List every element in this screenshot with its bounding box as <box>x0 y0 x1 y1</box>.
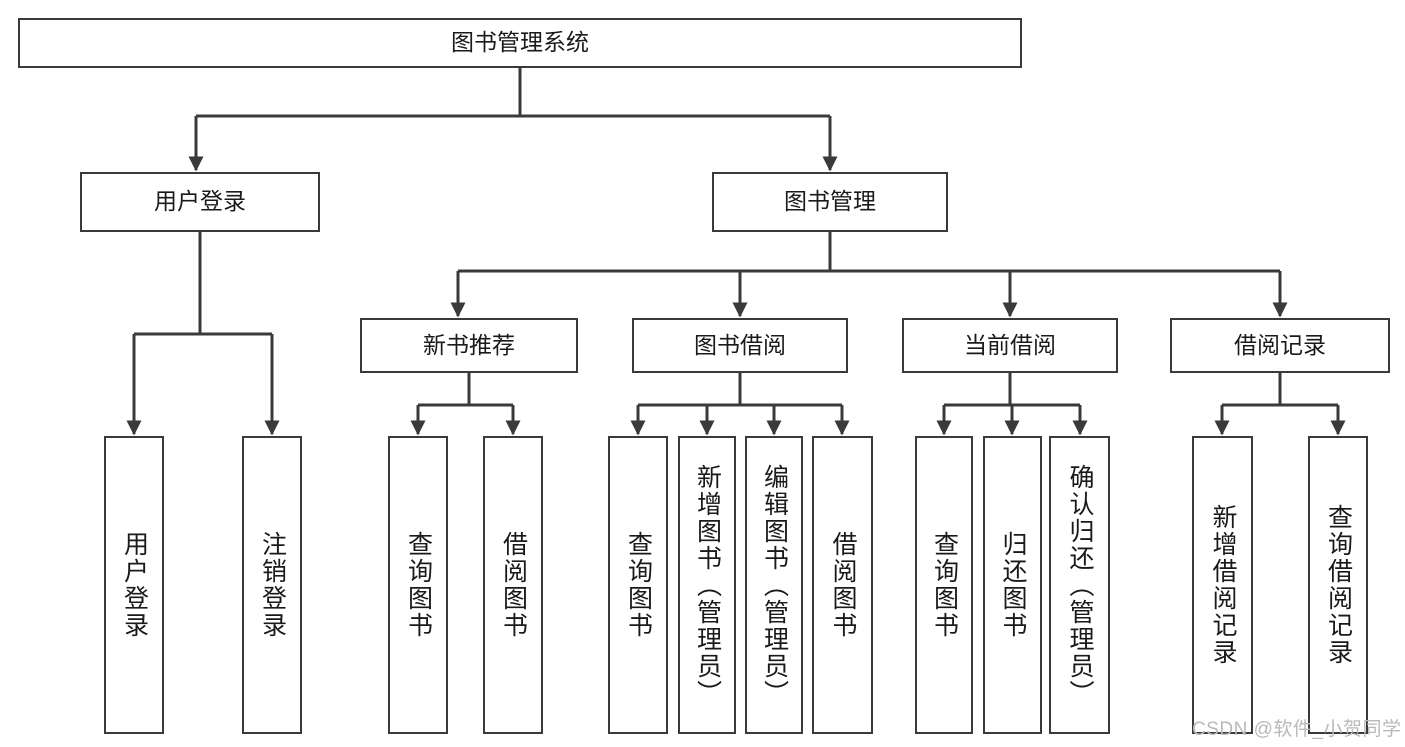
node-borrow-record-label: 借阅记录 <box>1234 331 1326 358</box>
node-leaf-edit-book-admin[interactable]: 编辑图书（管理员） <box>745 436 803 734</box>
watermark: CSDN @软件_小贺同学 <box>1192 719 1402 740</box>
node-leaf-query-book-2-label: 查询图书 <box>624 531 653 639</box>
node-leaf-borrow-book-2[interactable]: 借阅图书 <box>812 436 873 734</box>
node-borrow-record[interactable]: 借阅记录 <box>1170 318 1390 373</box>
node-leaf-query-book-3[interactable]: 查询图书 <box>915 436 973 734</box>
node-new-book-recommend-label: 新书推荐 <box>423 331 515 358</box>
node-leaf-confirm-return-admin-label: 确认归还（管理员） <box>1066 463 1094 707</box>
node-leaf-add-book-admin-label: 新增图书（管理员） <box>693 463 722 707</box>
node-leaf-borrow-book-2-label: 借阅图书 <box>829 531 857 639</box>
node-leaf-user-login-label: 用户登录 <box>120 531 149 639</box>
node-book-manage-label: 图书管理 <box>784 188 876 215</box>
node-leaf-query-book-3-label: 查询图书 <box>930 531 959 639</box>
node-leaf-add-borrow-record[interactable]: 新增借阅记录 <box>1192 436 1253 734</box>
node-leaf-query-borrow-record-label: 查询借阅记录 <box>1324 504 1353 666</box>
node-leaf-borrow-book-1[interactable]: 借阅图书 <box>483 436 543 734</box>
node-current-borrow[interactable]: 当前借阅 <box>902 318 1118 373</box>
node-leaf-query-borrow-record[interactable]: 查询借阅记录 <box>1308 436 1368 734</box>
node-leaf-query-book-1[interactable]: 查询图书 <box>388 436 448 734</box>
node-leaf-edit-book-admin-label: 编辑图书（管理员） <box>760 463 789 707</box>
node-leaf-logout[interactable]: 注销登录 <box>242 436 302 734</box>
node-leaf-confirm-return-admin[interactable]: 确认归还（管理员） <box>1049 436 1110 734</box>
node-book-borrow-label: 图书借阅 <box>694 331 786 358</box>
node-user-login[interactable]: 用户登录 <box>80 172 320 232</box>
node-leaf-return-book-label: 归还图书 <box>999 531 1027 639</box>
node-leaf-query-book-1-label: 查询图书 <box>404 531 433 639</box>
node-new-book-recommend[interactable]: 新书推荐 <box>360 318 578 373</box>
node-book-borrow[interactable]: 图书借阅 <box>632 318 848 373</box>
node-leaf-logout-label: 注销登录 <box>258 531 287 639</box>
node-leaf-add-borrow-record-label: 新增借阅记录 <box>1209 504 1237 666</box>
node-book-manage[interactable]: 图书管理 <box>712 172 948 232</box>
node-leaf-query-book-2[interactable]: 查询图书 <box>608 436 668 734</box>
node-leaf-add-book-admin[interactable]: 新增图书（管理员） <box>678 436 736 734</box>
node-root[interactable]: 图书管理系统 <box>18 18 1022 68</box>
node-user-login-label: 用户登录 <box>154 188 246 215</box>
node-leaf-return-book[interactable]: 归还图书 <box>983 436 1042 734</box>
node-root-label: 图书管理系统 <box>451 29 589 56</box>
node-leaf-borrow-book-1-label: 借阅图书 <box>499 531 528 639</box>
node-current-borrow-label: 当前借阅 <box>964 331 1056 358</box>
node-leaf-user-login[interactable]: 用户登录 <box>104 436 164 734</box>
